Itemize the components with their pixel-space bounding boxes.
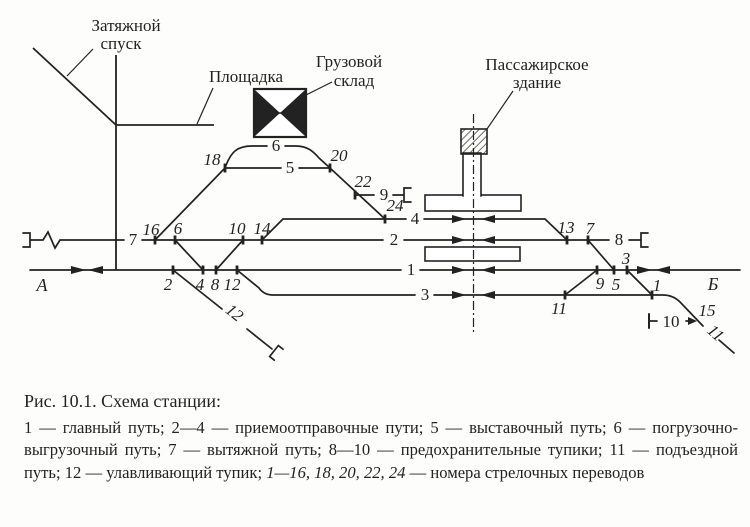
building-shaft — [462, 152, 482, 197]
switch-number-9: 9 — [596, 274, 605, 293]
diagonal-sw9-sw11 — [564, 269, 598, 296]
track-number-6: 6 — [272, 136, 281, 155]
label-leaders — [66, 48, 514, 130]
arrow-left-track2 — [481, 236, 495, 244]
track-12-dead-end — [172, 269, 273, 350]
diagonal-sw3-sw1 — [626, 269, 653, 296]
track-number-3: 3 — [421, 285, 430, 304]
arrow-left-b — [655, 266, 670, 274]
leader-site — [196, 87, 214, 125]
tracks — [22, 145, 741, 362]
track-3-line — [236, 269, 704, 327]
track-number-1: 1 — [407, 260, 416, 279]
arrow-right-track2 — [452, 236, 466, 244]
legend-switch-suffix: — номера стрелочных переводов — [405, 462, 645, 482]
track-number-11: 11 — [703, 321, 727, 346]
track-number-8: 8 — [615, 230, 624, 249]
figure-caption: Рис. 10.1. Схема станции: 1 — главный пу… — [24, 391, 738, 484]
switch-number-20: 20 — [331, 146, 349, 165]
arrow-right-track3 — [452, 291, 466, 299]
switch-marks — [153, 163, 697, 325]
direction-a-label: А — [36, 275, 49, 295]
leader-long-descent — [66, 48, 94, 77]
switch-number-15: 15 — [699, 301, 716, 320]
track-7-lead — [29, 230, 125, 250]
freight-shed-label-line2: склад — [334, 71, 375, 90]
leader-freight-shed — [305, 81, 333, 96]
switch-number-18: 18 — [204, 150, 222, 169]
long-descent-label-line1: Затяжной — [91, 16, 160, 35]
diagonal-sw8-sw10 — [215, 239, 244, 271]
diagonal-sw6-sw4 — [174, 239, 204, 271]
arrow-left-track4 — [481, 215, 495, 223]
switch-mark-sw15 — [688, 317, 697, 325]
freight-shed-icon — [252, 87, 308, 139]
passenger-building-label-line2: здание — [513, 73, 561, 92]
station-track-diagram: Затяжной спуск Площадка Грузовой склад П… — [22, 16, 741, 362]
track-number-2: 2 — [390, 230, 399, 249]
arrow-left-track3 — [481, 291, 495, 299]
diagonal-sw16-sw18 — [154, 167, 226, 241]
switch-number-5: 5 — [612, 275, 621, 294]
figure-title: Рис. 10.1. Схема станции: — [24, 391, 222, 411]
switch-number-11: 11 — [551, 299, 567, 318]
arrow-left-a — [88, 266, 103, 274]
switch-number-8: 8 — [211, 275, 220, 294]
track-number-9: 9 — [380, 185, 389, 204]
long-descent-line — [32, 47, 117, 126]
track-number-5: 5 — [286, 158, 295, 177]
long-descent-label-line2: спуск — [101, 34, 143, 53]
switch-number-24: 24 — [387, 196, 405, 215]
leader-passenger-building — [486, 90, 514, 130]
switch-number-14: 14 — [254, 219, 272, 238]
figure-legend: 1 — главный путь; 2—4 — приемоотправочны… — [24, 417, 738, 484]
arrow-right-track1 — [452, 266, 466, 274]
track-number-7: 7 — [129, 230, 138, 249]
switch-number-4: 4 — [196, 275, 205, 294]
switch-number-1: 1 — [653, 276, 662, 295]
site-label: Площадка — [209, 67, 284, 86]
switch-number-2: 2 — [164, 275, 173, 294]
track-number-10: 10 — [663, 312, 680, 331]
track-11-approach — [718, 339, 735, 354]
switch-number-22: 22 — [355, 172, 373, 191]
legend-tracks-text: 1 — главный путь; 2—4 — приемоотправочны… — [24, 418, 738, 482]
switch-number-7: 7 — [586, 219, 596, 238]
diagonal-sw7-sw5 — [587, 239, 615, 271]
track-6-loop — [224, 145, 386, 220]
arrow-left-track1 — [481, 266, 495, 274]
arrow-right-track4 — [452, 215, 466, 223]
gradient-profile — [32, 47, 214, 270]
switch-number-6: 6 — [174, 219, 183, 238]
arrow-right-b — [637, 266, 652, 274]
switch-number-12: 12 — [224, 275, 242, 294]
switch-number-3: 3 — [621, 249, 631, 268]
switch-number-10: 10 — [229, 219, 247, 238]
platform-icon — [424, 246, 521, 262]
arrow-right-a — [71, 266, 86, 274]
switch-number-13: 13 — [558, 218, 575, 237]
buffer-stop-icon-track7 — [22, 232, 31, 248]
buffer-stop-icon-track8 — [640, 232, 649, 248]
legend-switch-numbers: 1—16, 18, 20, 22, 24 — [266, 462, 406, 482]
buffer-stop-icon-track12 — [268, 344, 284, 362]
freight-shed-label-line1: Грузовой — [316, 52, 382, 71]
buffer-stop-icon-track9 — [403, 187, 412, 203]
track-number-12: 12 — [222, 300, 248, 326]
direction-b-label: Б — [707, 274, 719, 294]
passenger-building-label-line1: Пассажирское — [485, 55, 588, 74]
switch-number-16: 16 — [143, 220, 161, 239]
track-number-4: 4 — [411, 209, 420, 228]
direction-arrow-icons — [71, 215, 670, 299]
